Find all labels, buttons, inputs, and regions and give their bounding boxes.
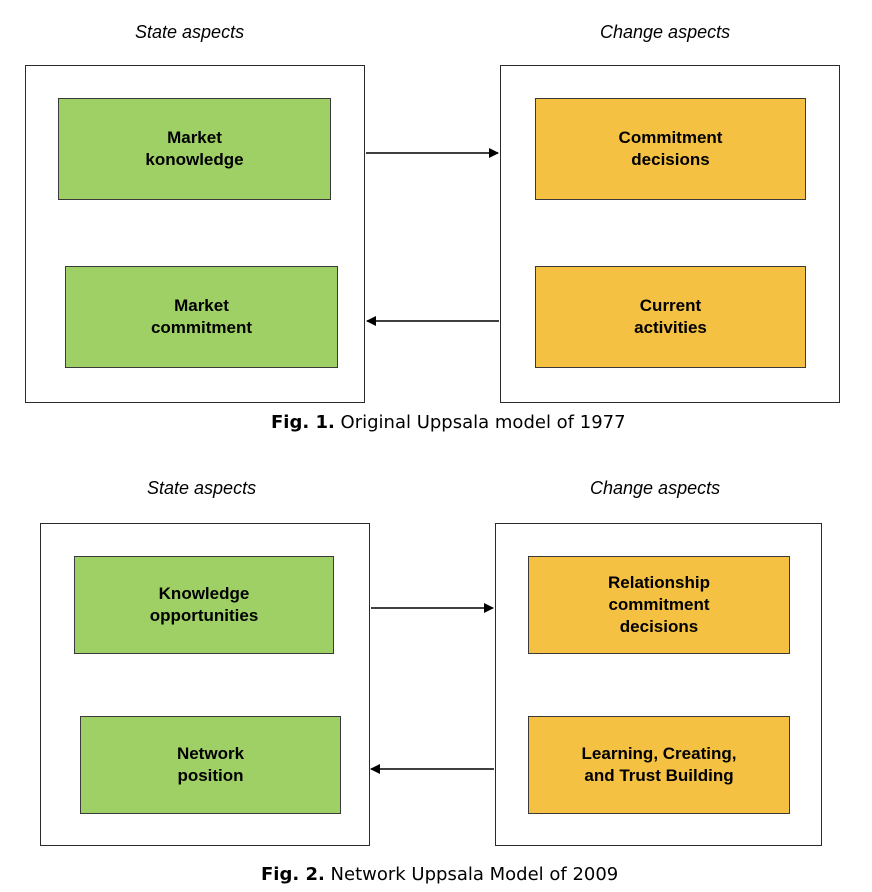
fig2-caption: Fig. 2. Network Uppsala Model of 2009 <box>261 864 618 885</box>
fig1-market-knowledge-box: Market konowledge <box>58 98 331 200</box>
fig1-change-heading: Change aspects <box>600 22 731 42</box>
fig1-caption-label: Fig. 1. <box>271 412 335 433</box>
fig2-caption-text: Network Uppsala Model of 2009 <box>324 864 619 885</box>
fig1-current-activities-box: Current activities <box>535 266 806 368</box>
fig2-caption-label: Fig. 2. <box>261 864 325 885</box>
fig2-change-heading: Change aspects <box>590 478 721 498</box>
fig1-commitment-decisions-box: Commitment decisions <box>535 98 806 200</box>
fig2-state-heading: State aspects <box>147 478 257 498</box>
fig2-network-position-box: Network position <box>80 716 341 814</box>
fig1-caption: Fig. 1. Original Uppsala model of 1977 <box>271 412 626 433</box>
fig2-relationship-commitment-box: Relationship commitment decisions <box>528 556 790 654</box>
fig1-caption-text: Original Uppsala model of 1977 <box>334 412 626 433</box>
fig1-state-heading: State aspects <box>135 22 245 42</box>
fig2-knowledge-opportunities-box: Knowledge opportunities <box>74 556 334 654</box>
fig2-learning-trust-box: Learning, Creating, and Trust Building <box>528 716 790 814</box>
fig1-market-commitment-box: Market commitment <box>65 266 338 368</box>
